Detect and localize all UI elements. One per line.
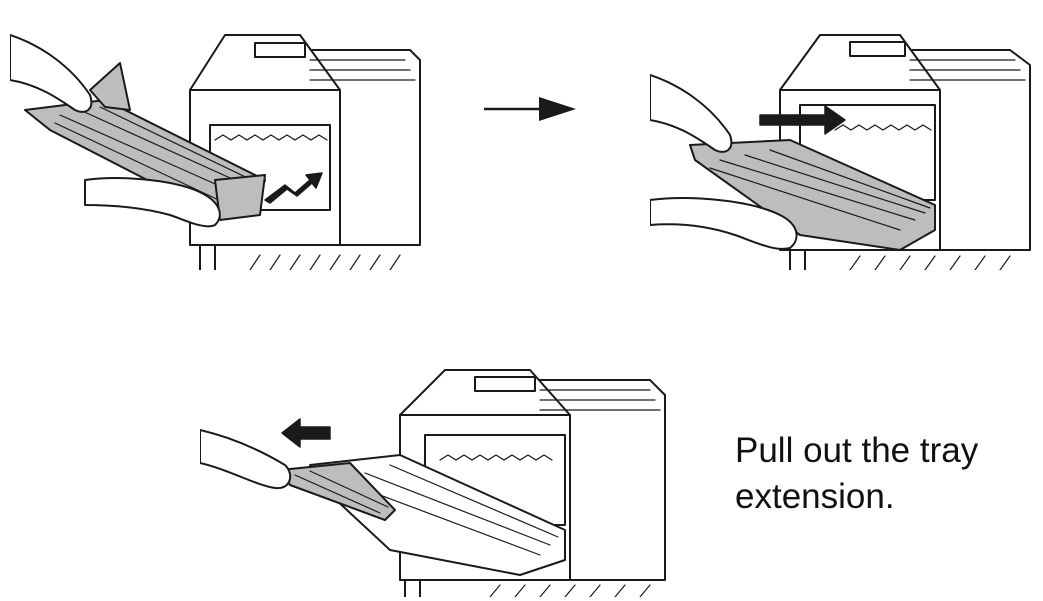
step-2-illustration <box>650 20 1043 270</box>
fax-machine-with-tray-icon <box>200 369 666 597</box>
right-arrow-icon <box>484 97 576 121</box>
step-3-illustration <box>200 365 670 597</box>
step-1-illustration <box>10 15 430 270</box>
fax-machine-with-tray-icon <box>650 34 1031 270</box>
instruction-caption: Pull out the tray extension. <box>735 428 1035 520</box>
caption-line-1: Pull out the tray <box>735 431 979 470</box>
caption-line-2: extension. <box>735 477 895 516</box>
fax-machine-with-tray-icon <box>10 34 421 270</box>
